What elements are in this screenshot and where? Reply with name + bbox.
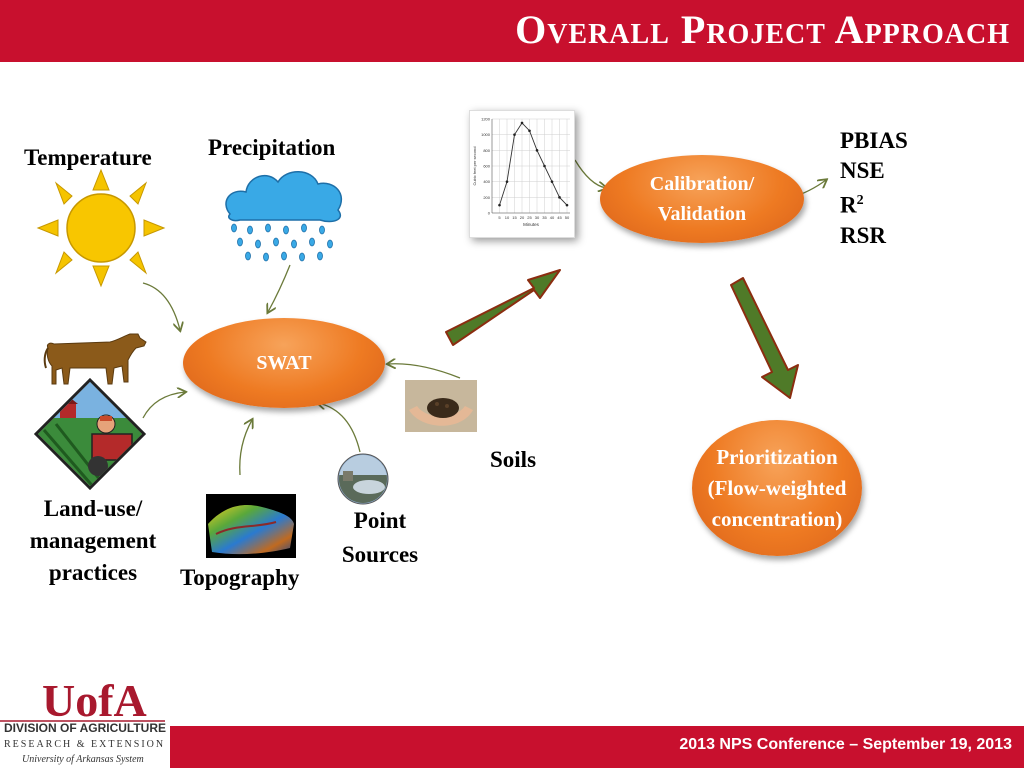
y-axis-label: Cubic feet per second [472, 147, 477, 186]
farm-icon [34, 378, 146, 490]
x-tick-label: 5 [498, 215, 501, 220]
y-tick-label: 400 [483, 179, 490, 184]
connector-precip-swat [268, 264, 291, 312]
swat-node: SWAT [183, 318, 385, 408]
label-landuse: Land-use/ management practices [8, 493, 178, 589]
metric-r2-exp: 2 [856, 193, 864, 208]
label-precipitation: Precipitation [208, 135, 336, 160]
prio-line1: Prioritization [716, 444, 838, 469]
data-point [543, 164, 546, 168]
connector-temperature-swat [142, 282, 180, 330]
prioritization-node: Prioritization (Flow-weighted concentrat… [692, 420, 862, 556]
data-point [505, 180, 509, 183]
x-tick-label: 15 [512, 215, 517, 220]
calibration-node: Calibration/ Validation [600, 155, 804, 243]
data-point [565, 203, 569, 207]
x-tick-label: 40 [550, 215, 555, 220]
x-axis-label: Minutes [523, 222, 540, 227]
x-tick-label: 50 [565, 215, 570, 220]
label-point-line2: Sources [341, 542, 419, 567]
label-temperature: Temperature [24, 145, 152, 170]
metric-rsr: RSR [840, 222, 887, 248]
cow-icon [43, 333, 147, 385]
title-bar: Overall Project Approach [0, 0, 1024, 62]
data-point [498, 203, 501, 207]
logo-research: RESEARCH & EXTENSION [4, 739, 166, 750]
label-landuse-line2: management [29, 528, 157, 553]
footer-text: 2013 NPS Conference – September 19, 2013 [679, 736, 1012, 753]
y-tick-label: 600 [483, 164, 490, 169]
metric-pbias: PBIAS [840, 128, 908, 153]
topography-image [206, 494, 296, 558]
label-landuse-line3: practices [48, 560, 138, 585]
data-point [550, 180, 554, 183]
metrics-list: PBIAS NSE R2 RSR [840, 126, 908, 251]
y-tick-label: 1000 [481, 132, 491, 137]
swat-label: SWAT [256, 351, 312, 374]
data-point [513, 133, 516, 136]
soil-in-hands-image [405, 380, 477, 432]
logo-system: University of Arkansas System [22, 754, 144, 765]
y-tick-label: 0 [488, 211, 491, 216]
calibration-line1: Calibration/ [649, 173, 755, 195]
data-point [535, 149, 539, 152]
connector-soils-swat [388, 364, 461, 379]
slide-title: Overall Project Approach [515, 7, 1010, 52]
label-point-sources: Point Sources [325, 504, 435, 572]
connector-landuse-swat [142, 392, 185, 419]
x-tick-label: 35 [542, 215, 547, 220]
data-point [528, 129, 531, 133]
point-source-image [337, 453, 389, 505]
logo-mark: UofA [42, 675, 147, 722]
uofa-logo: UofA [0, 675, 165, 722]
footer-bar: 2013 NPS Conference – September 19, 2013 [170, 726, 1024, 768]
metric-nse: NSE [840, 158, 885, 183]
x-tick-label: 10 [505, 215, 510, 220]
label-landuse-line1: Land-use/ [43, 496, 143, 521]
x-tick-label: 25 [527, 215, 532, 220]
rain-cloud-icon [225, 171, 343, 262]
logo-division: DIVISION OF AGRICULTURE [4, 721, 166, 735]
series-line [499, 122, 568, 206]
x-tick-label: 30 [535, 215, 540, 220]
big-arrow-up [445, 269, 561, 346]
label-soils: Soils [490, 447, 537, 472]
metric-r2-base: R [840, 192, 857, 218]
label-topography: Topography [180, 565, 300, 590]
big-arrow-down [730, 277, 799, 399]
connector-topo-swat [239, 420, 252, 476]
calibration-line2: Validation [657, 203, 747, 225]
prio-line3: concentration) [711, 506, 843, 531]
y-tick-label: 200 [483, 195, 490, 200]
y-tick-label: 1200 [481, 117, 491, 122]
label-point-line1: Point [353, 508, 407, 533]
data-point [520, 121, 524, 125]
sun-icon [36, 168, 166, 288]
connector-point-swat [318, 403, 361, 453]
connector-hydrograph-calibration [574, 159, 606, 188]
x-tick-label: 20 [520, 215, 525, 220]
data-point [558, 196, 561, 199]
prio-line2: (Flow-weighted [707, 475, 847, 500]
y-tick-label: 800 [483, 148, 490, 153]
metric-r2: R2 [840, 186, 908, 221]
x-tick-label: 45 [557, 215, 562, 220]
